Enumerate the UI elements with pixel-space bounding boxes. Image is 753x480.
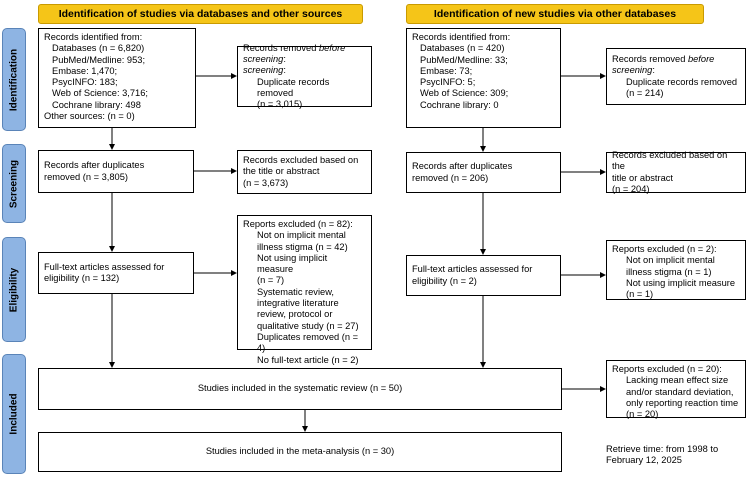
left-records-excluded-title: Records excluded based on the title or a… bbox=[237, 150, 372, 194]
stage-eligibility: Eligibility bbox=[2, 237, 26, 342]
header-right: Identification of new studies via other … bbox=[406, 4, 704, 24]
included-meta-analysis: Studies included in the meta-analysis (n… bbox=[38, 432, 562, 472]
stage-included: Included bbox=[2, 354, 26, 474]
right-records-excluded-title: Records excluded based on the title or a… bbox=[606, 150, 746, 194]
retrieve-time: Retrieve time: from 1998 to February 12,… bbox=[606, 444, 719, 466]
stage-screening: Screening bbox=[2, 144, 26, 223]
right-fulltext-assessed: Full-text articles assessed for eligibil… bbox=[406, 255, 561, 296]
right-records-identified: Records identified from: Databases (n = … bbox=[406, 28, 561, 128]
left-records-removed: Records removed before screening: screen… bbox=[237, 43, 372, 109]
included-systematic-review: Studies included in the systematic revie… bbox=[38, 368, 562, 410]
right-records-removed: Records removed before screening: Duplic… bbox=[606, 48, 746, 105]
included-reports-excluded: Reports excluded (n = 20): Lacking mean … bbox=[606, 360, 746, 419]
right-reports-excluded: Reports excluded (n = 2): Not on implici… bbox=[606, 240, 746, 300]
left-records-after-duplicates: Records after duplicates removed (n = 3,… bbox=[38, 150, 194, 193]
left-fulltext-assessed: Full-text articles assessed for eligibil… bbox=[38, 252, 194, 294]
left-records-identified: Records identified from: Databases (n = … bbox=[38, 28, 196, 128]
stage-identification: Identification bbox=[2, 28, 26, 131]
header-left: Identification of studies via databases … bbox=[38, 4, 363, 24]
left-reports-excluded: Reports excluded (n = 82): Not on implic… bbox=[237, 215, 372, 365]
right-records-after-duplicates: Records after duplicates removed (n = 20… bbox=[406, 152, 561, 193]
